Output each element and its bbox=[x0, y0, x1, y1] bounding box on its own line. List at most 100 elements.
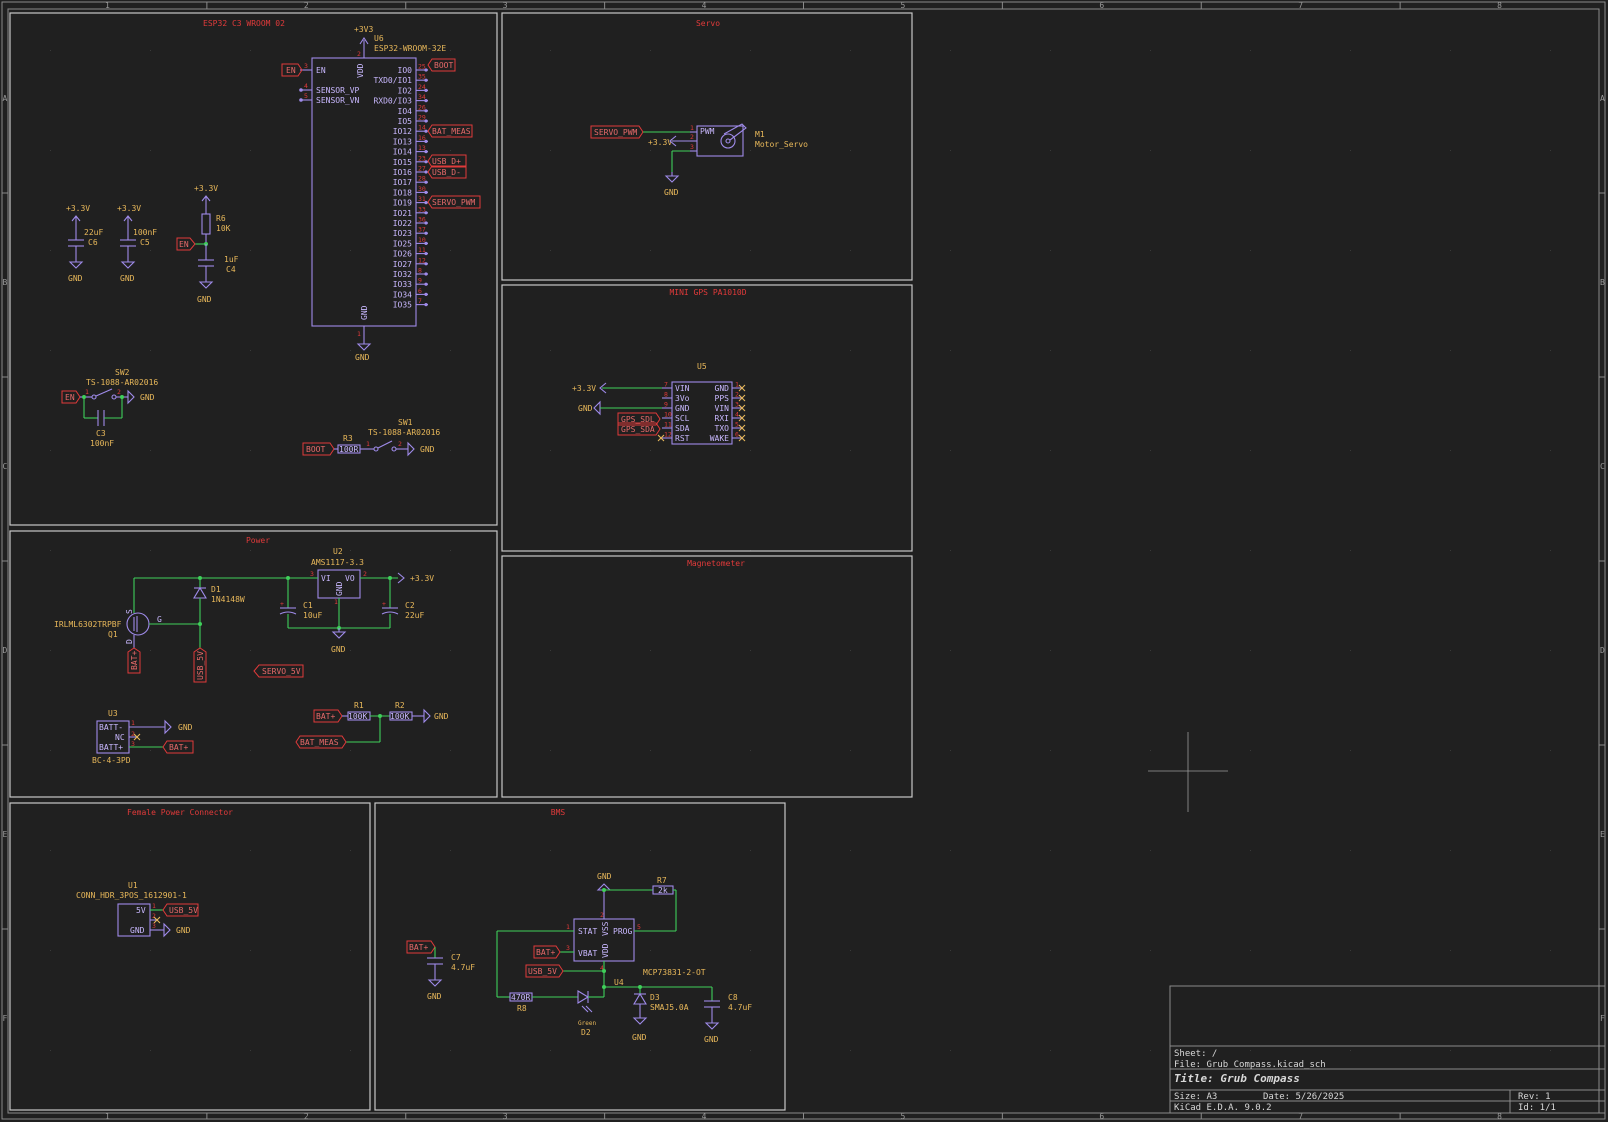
frame-row-label: E bbox=[3, 830, 8, 839]
svg-text:10K: 10K bbox=[216, 224, 231, 233]
tvs-d3[interactable]: GND D3 SMAJ5.0A bbox=[632, 987, 689, 1042]
sheet-power[interactable] bbox=[9, 530, 498, 798]
svg-text:R3: R3 bbox=[343, 434, 353, 443]
label-bat-q1[interactable]: BAT+ bbox=[127, 647, 141, 674]
esp32-pin-name: IO27 bbox=[393, 260, 412, 269]
svg-text:U4: U4 bbox=[614, 978, 624, 987]
voltage-divider[interactable]: BAT+ 100K R1 100K R2 GND BAT_MEAS bbox=[295, 701, 449, 749]
label-bat-vbat[interactable]: BAT+ bbox=[533, 945, 561, 959]
label-usb5v-bms[interactable]: USB_5V bbox=[525, 964, 564, 978]
mosfet-q1[interactable]: G S D IRLML6302TRPBF Q1 bbox=[54, 578, 200, 648]
power-arrow-icon bbox=[359, 37, 369, 45]
frame-column-label: 5 bbox=[901, 1112, 906, 1121]
gps-pin-number: 9 bbox=[664, 401, 668, 409]
label-usb5v-power[interactable]: USB_5V bbox=[193, 647, 207, 683]
svg-text:3: 3 bbox=[152, 922, 156, 930]
tb-sheet: Sheet: / bbox=[1174, 1049, 1217, 1059]
gnd-icon bbox=[593, 400, 601, 416]
svg-text:USB_D-: USB_D- bbox=[432, 168, 461, 177]
esp32-pin-number: 29 bbox=[418, 114, 426, 122]
label-boot-esp[interactable]: BOOT bbox=[427, 58, 456, 72]
sheet-esp32[interactable] bbox=[9, 12, 498, 526]
resistor-r8[interactable]: 470R R8 bbox=[509, 992, 533, 1013]
sheet-bms[interactable] bbox=[374, 802, 786, 1111]
label-en-esp[interactable]: EN bbox=[281, 63, 303, 77]
resistor-r6[interactable]: +3.3V R6 10K bbox=[194, 184, 231, 244]
gps-pin-number: 1 bbox=[735, 381, 739, 389]
label-usb-dm-esp[interactable]: USB_D- bbox=[427, 165, 467, 179]
led-d2[interactable]: Green D2 bbox=[577, 990, 596, 1037]
label-bat-meas-esp[interactable]: BAT_MEAS bbox=[427, 124, 473, 138]
gnd-icon bbox=[427, 979, 443, 987]
switch-sw1[interactable]: SW1 TS-1088-AR02016 BOOT 100R R3 GND 1 2 bbox=[302, 418, 440, 457]
capacitor-c1[interactable]: + C1 10uF bbox=[279, 578, 322, 628]
charger-u4[interactable]: STAT PROG VSS VBAT VDD 1 2 3 4 5 MCP7383… bbox=[566, 911, 706, 987]
svg-text:C3: C3 bbox=[96, 429, 106, 438]
svg-text:BAT+: BAT+ bbox=[409, 943, 428, 952]
sheet-servo[interactable] bbox=[501, 12, 913, 281]
esp32-pin-number: 8 bbox=[418, 267, 422, 275]
switch-sw2[interactable]: SW2 TS-1088-AR02016 EN GND 1 2 C3 100nF bbox=[61, 368, 158, 448]
sheet-magnetometer[interactable] bbox=[501, 555, 913, 798]
svg-text:C2: C2 bbox=[405, 601, 415, 610]
capacitor-c6[interactable]: +3.3V GND 22uF C6 bbox=[66, 204, 103, 283]
svg-text:BATT+: BATT+ bbox=[99, 743, 123, 752]
power-regulator-u2[interactable]: U2 AMS1117-3.3 VI VO GND 3 2 1 bbox=[310, 547, 367, 606]
svg-text:GND: GND bbox=[120, 274, 135, 283]
esp32-pin-name: IO14 bbox=[393, 148, 412, 157]
esp32-pin-name: IO0 bbox=[398, 66, 413, 75]
gnd-icon bbox=[164, 719, 172, 735]
capacitor-c7[interactable]: BAT+ GND C7 4.7uF bbox=[406, 940, 475, 1001]
svg-text:MCP73831-2-OT: MCP73831-2-OT bbox=[643, 968, 706, 977]
esp32-pin-name: IO5 bbox=[398, 117, 413, 126]
svg-text:3: 3 bbox=[131, 740, 135, 748]
svg-text:Green: Green bbox=[578, 1020, 596, 1027]
capacitor-c2[interactable]: + C2 22uF bbox=[381, 578, 424, 628]
svg-text:SERVO_PWM: SERVO_PWM bbox=[432, 198, 476, 207]
frame-column-label: 4 bbox=[702, 1112, 707, 1121]
svg-text:SENSOR_VP: SENSOR_VP bbox=[316, 86, 360, 95]
svg-text:EN: EN bbox=[65, 393, 75, 402]
svg-text:5: 5 bbox=[304, 92, 308, 100]
svg-text:+3.3V: +3.3V bbox=[648, 138, 672, 147]
svg-text:VDD: VDD bbox=[601, 943, 610, 958]
label-servo5v[interactable]: SERVO_5V bbox=[253, 664, 304, 678]
frame-row-label: D bbox=[1600, 646, 1605, 655]
gps-body[interactable] bbox=[671, 381, 733, 445]
svg-text:C8: C8 bbox=[728, 993, 738, 1002]
gnd-icon bbox=[704, 1022, 720, 1030]
tb-rev: Rev: 1 bbox=[1518, 1092, 1551, 1102]
label-usb-dp-esp[interactable]: USB_D+ bbox=[427, 154, 467, 168]
battery-holder-u3[interactable]: U3 BATT- NC BATT+ 1 2 3 GND BAT+ BC-4-3P… bbox=[92, 709, 194, 765]
power-arrow-icon bbox=[669, 135, 677, 147]
svg-text:GND: GND bbox=[597, 872, 612, 881]
svg-text:BAT+: BAT+ bbox=[536, 948, 555, 957]
esp32-pin-number: 26 bbox=[418, 103, 426, 111]
capacitor-c5[interactable]: +3.3V GND 100nF C5 bbox=[117, 204, 157, 283]
title-block[interactable]: Sheet: / File: Grub Compass.kicad_sch Ti… bbox=[1169, 985, 1606, 1114]
esp32-pin-name: IO34 bbox=[393, 290, 412, 299]
capacitor-c8[interactable]: GND C8 4.7uF bbox=[704, 987, 752, 1044]
gps-pin-number: 10 bbox=[664, 411, 672, 419]
svg-text:2: 2 bbox=[117, 388, 121, 396]
connector-u1[interactable]: U1 CONN_HDR_3POS_1612901-1 5V GND 1 2 3 … bbox=[76, 881, 199, 938]
sheet-female-power-connector[interactable] bbox=[9, 802, 371, 1111]
servo-motor-m1[interactable]: SERVO_PWM +3.3V GND 1 2 3 PWM M1 Motor_S… bbox=[590, 123, 808, 197]
tb-kicad: KiCad E.D.A. 9.0.2 bbox=[1174, 1103, 1272, 1113]
sheet-gps[interactable] bbox=[501, 284, 913, 552]
power-arrow-icon bbox=[397, 572, 405, 584]
capacitor-c4[interactable]: GND 1uF C4 bbox=[197, 244, 239, 304]
label-en-r6[interactable]: EN bbox=[176, 237, 196, 251]
esp32-module[interactable]: +3V3 2 VDD U6 ESP32-WROOM-32E GND 1 GND … bbox=[299, 25, 446, 362]
svg-text:C1: C1 bbox=[303, 601, 313, 610]
frame-column-label: 5 bbox=[901, 1, 906, 10]
diode-d1[interactable]: D1 1N4148W bbox=[193, 578, 245, 624]
svg-text:EN: EN bbox=[286, 66, 296, 75]
resistor-r7[interactable]: 2k R7 bbox=[652, 876, 674, 895]
label-servo-pwm-esp[interactable]: SERVO_PWM bbox=[427, 195, 481, 209]
servo-horn-icon bbox=[720, 133, 736, 149]
frame-column-label: 2 bbox=[304, 1112, 309, 1121]
